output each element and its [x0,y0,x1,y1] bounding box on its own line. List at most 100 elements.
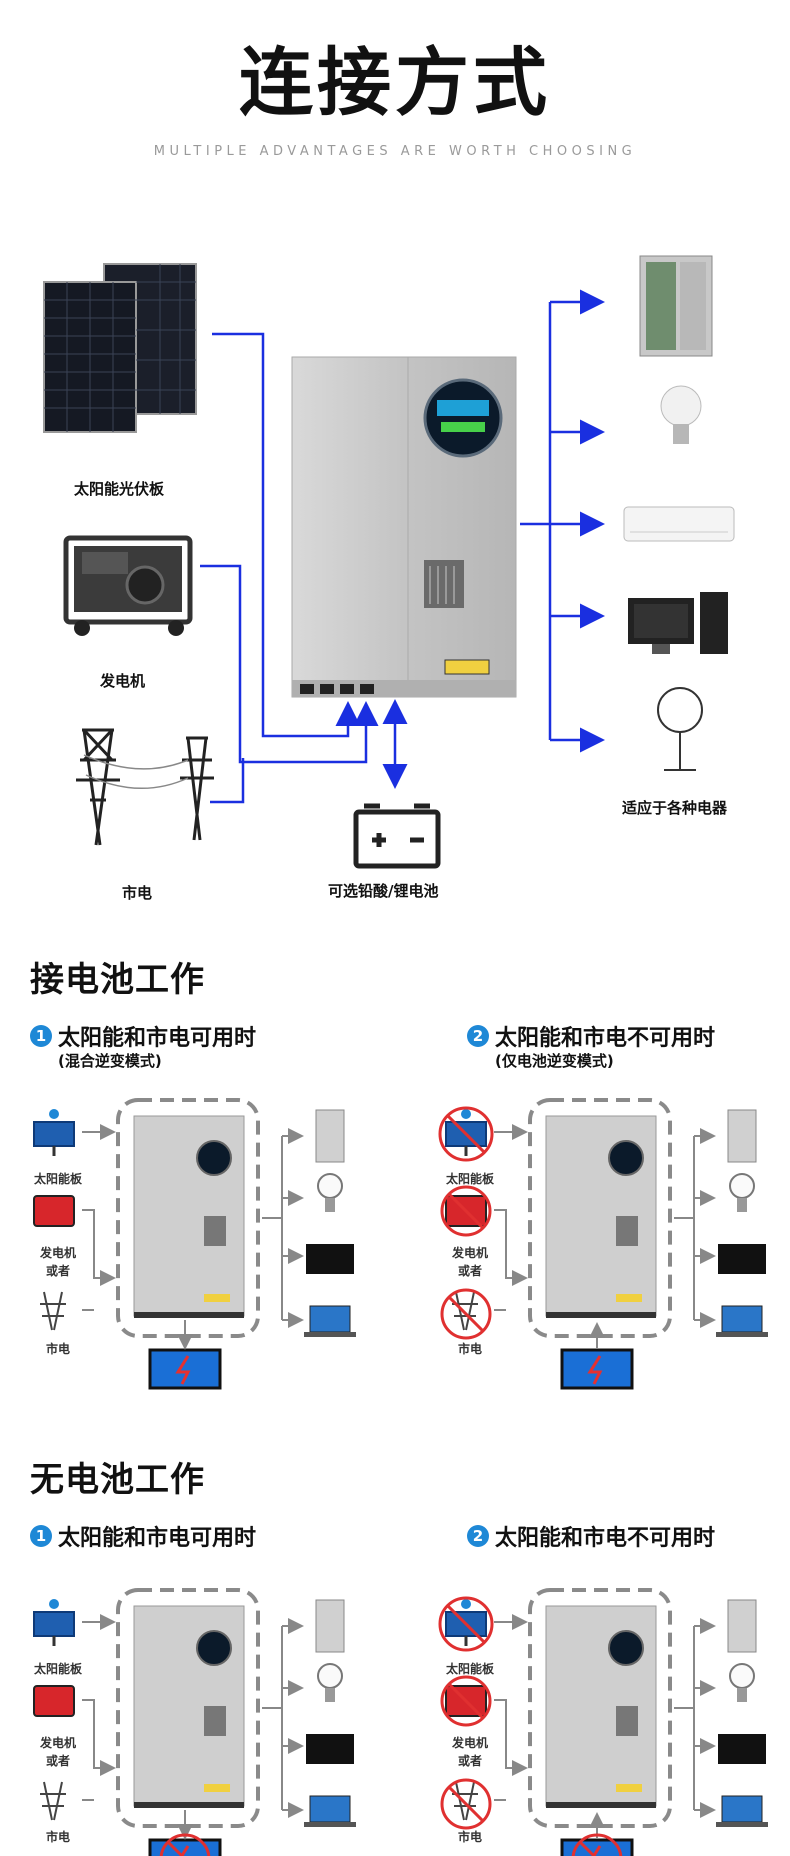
generator-label: 发电机 [100,672,146,690]
case-title-text: 太阳能和市电可用时 [58,1526,257,1551]
battery-icon [148,1348,222,1390]
case-title-text: 太阳能和市电不可用时 [495,1526,716,1551]
number-badge-2: 2 [467,1025,489,1047]
inverter-device [133,1115,245,1318]
fridge-icon [639,255,713,357]
laptop-icon [304,1795,356,1827]
laptop-icon [716,1795,768,1827]
output-arrows [674,1618,716,1818]
generator-icon [33,1685,75,1717]
appliances-label: 适应于各种电器 [622,799,728,817]
mini-solar-label: 太阳能板 [445,1172,494,1186]
inverter-device [545,1605,657,1808]
fridge-icon [727,1109,757,1163]
input-arrows [82,1614,116,1801]
battery-icon [353,803,441,869]
number-badge-1: 1 [30,1525,52,1547]
prohibited-icon [440,1778,492,1830]
mini-diagram [33,1098,356,1390]
light-bulb-icon [660,385,702,444]
tv-icon [306,1244,354,1274]
input-arrows [82,1124,116,1311]
prohibited-icon [438,1106,494,1162]
solar-panel-icon [33,1599,75,1646]
fridge-icon [727,1599,757,1653]
without-battery-case1-title: 1 太阳能和市电可用时 [30,1520,256,1552]
mini-grid-label: 市电 [45,1830,70,1844]
generator-wire [200,564,379,764]
solar-wire [212,332,361,738]
tv-icon [306,1734,354,1764]
output-wire [520,289,605,753]
page-title: 连接方式 [239,40,551,126]
mini-generator-label: 发电机 [451,1246,488,1260]
case-title-text: 太阳能和市电不可用时 [495,1026,716,1051]
mini-solar-label: 太阳能板 [445,1662,494,1676]
mini-or-label: 或者 [457,1754,482,1768]
inverter-device [291,356,517,698]
solar-panel-icon [43,263,197,433]
case-title-text: 太阳能和市电可用时 [58,1026,257,1051]
grid-label: 市电 [122,884,153,902]
mini-or-label: 或者 [457,1264,482,1278]
input-arrows [494,1124,528,1311]
generator-icon [33,1195,75,1227]
fridge-icon [315,1109,345,1163]
light-bulb-icon [729,1173,755,1212]
power-tower-icon [452,1781,478,1821]
mini-diagram [438,1588,768,1856]
without-battery-title: 无电池工作 [30,1460,205,1500]
solar-label: 太阳能光伏板 [74,480,165,498]
mini-grid-label: 市电 [457,1830,482,1844]
output-arrows [262,1618,304,1818]
number-badge-1: 1 [30,1025,52,1047]
without-battery-case2-title: 2 太阳能和市电不可用时 [467,1520,715,1552]
with-battery-case2-subtitle: (仅电池逆变模式) [495,1052,614,1070]
mini-generator-label: 发电机 [39,1736,76,1750]
mini-or-label: 或者 [45,1754,70,1768]
page-subtitle: MULTIPLE ADVANTAGES ARE WORTH CHOOSING [153,144,637,159]
power-tower-icon [452,1291,478,1331]
power-tower-icon [76,728,214,846]
solar-panel-icon [33,1109,75,1156]
tv-icon [718,1244,766,1274]
mini-grid-label: 市电 [45,1342,70,1356]
prohibited-icon [440,1675,492,1727]
mini-generator-label: 发电机 [451,1736,488,1750]
generator-icon [63,535,193,636]
connection-diagram [43,255,735,869]
prohibited-icon [440,1288,492,1340]
power-tower-icon [40,1781,66,1821]
output-arrows [262,1128,304,1328]
light-bulb-icon [729,1663,755,1702]
grid-wire [210,758,245,804]
light-bulb-icon [317,1663,343,1702]
prohibited-icon [438,1596,494,1652]
number-badge-2: 2 [467,1525,489,1547]
inverter-device [545,1115,657,1318]
battery-label: 可选铅酸/锂电池 [328,882,439,900]
mini-or-label: 或者 [45,1264,70,1278]
prohibited-icon [571,1833,623,1856]
with-battery-case2-title: 2 太阳能和市电不可用时 [467,1020,715,1052]
computer-icon [628,592,728,654]
mini-solar-label: 太阳能板 [33,1662,82,1676]
mini-generator-label: 发电机 [39,1246,76,1260]
battery-icon [560,1348,634,1390]
mini-diagram [33,1588,356,1856]
with-battery-case1-title: 1 太阳能和市电可用时 [30,1020,256,1052]
output-arrows [674,1128,716,1328]
air-conditioner-icon [623,506,735,542]
light-bulb-icon [317,1173,343,1212]
prohibited-icon [440,1185,492,1237]
with-battery-title: 接电池工作 [30,960,205,1000]
fridge-icon [315,1599,345,1653]
mini-diagram [438,1098,768,1390]
tv-icon [718,1734,766,1764]
prohibited-icon [159,1833,211,1856]
laptop-icon [716,1305,768,1337]
fan-icon [657,687,703,771]
power-tower-icon [40,1291,66,1331]
inverter-device [133,1605,245,1808]
laptop-icon [304,1305,356,1337]
